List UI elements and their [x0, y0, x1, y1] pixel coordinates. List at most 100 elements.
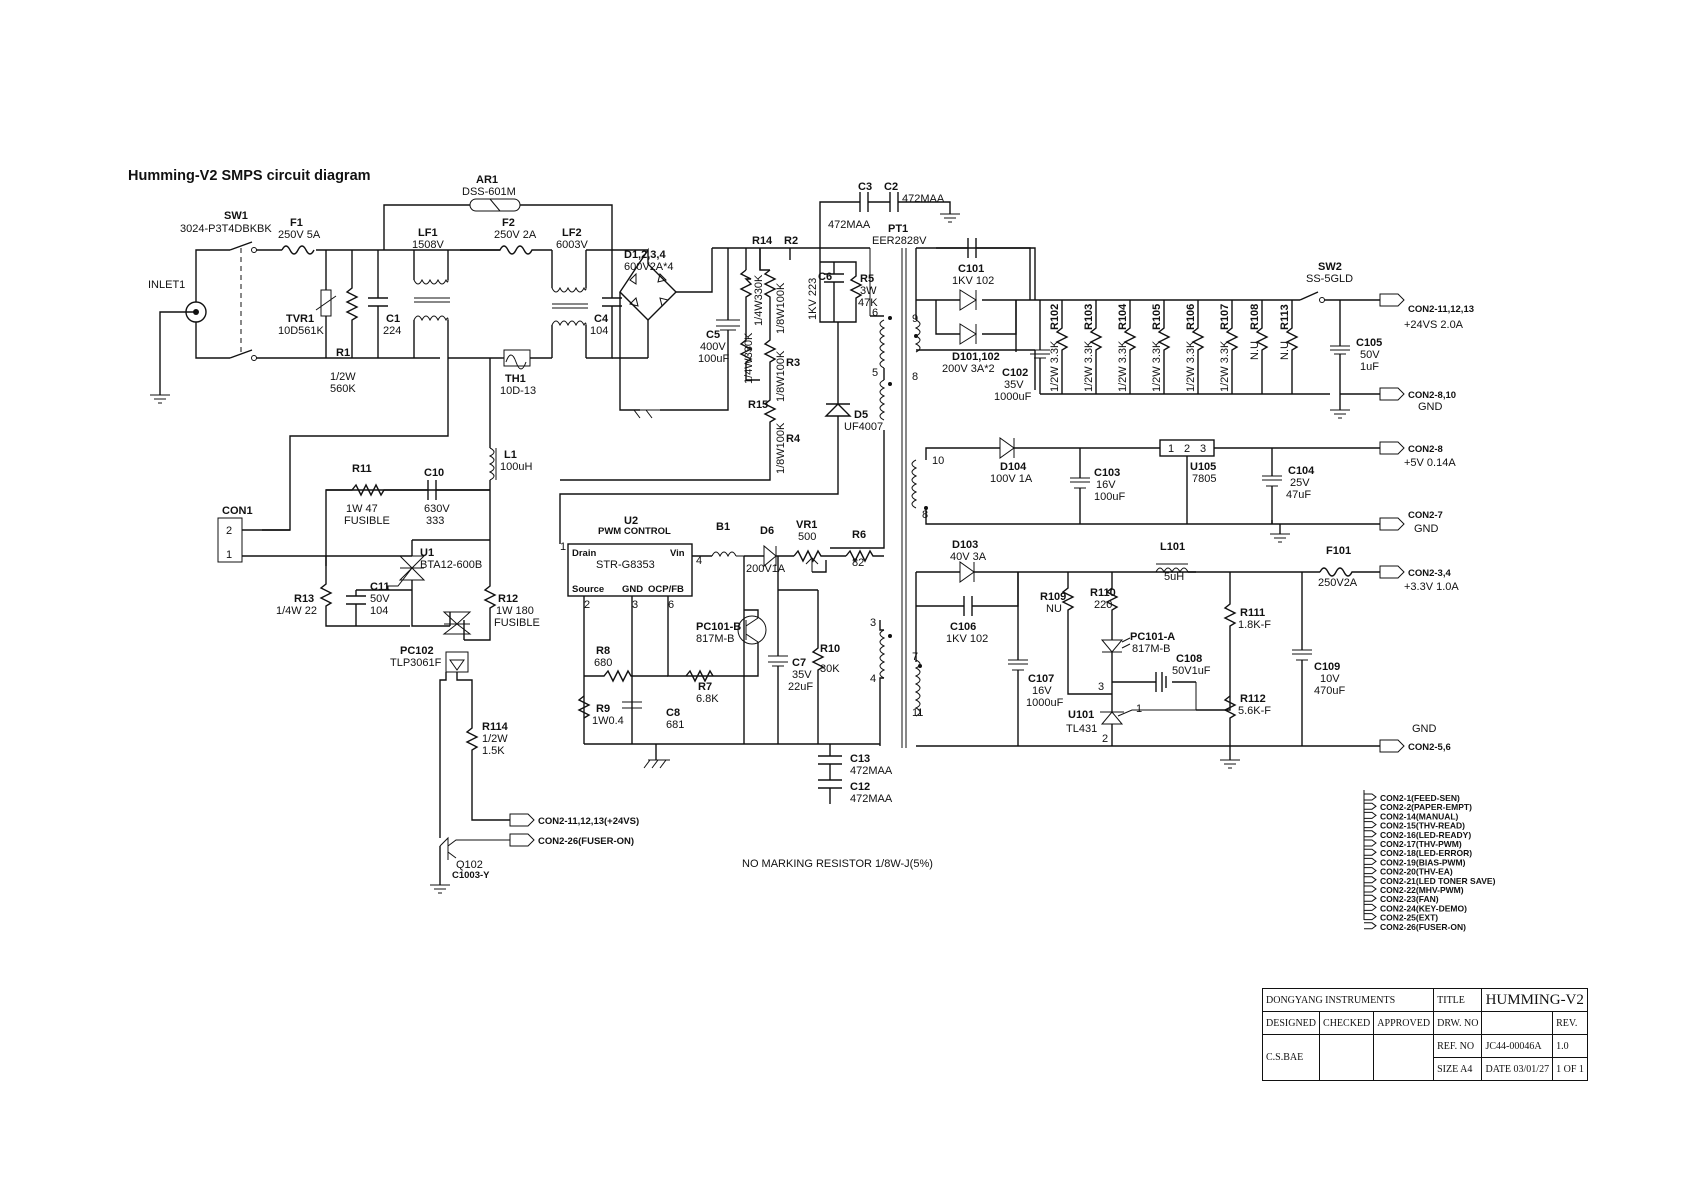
u105-part: 7805	[1192, 473, 1216, 485]
pc101a-part: 817M-B	[1132, 643, 1171, 655]
confuser-port: CON2-26(FUSER-ON)	[509, 833, 634, 847]
c4-value: 104	[590, 325, 608, 337]
d103-value: 40V 3A	[950, 551, 987, 563]
r111-resistor: R111 1.8K-F	[1196, 572, 1271, 711]
pt1-pin-10: 10	[932, 455, 944, 467]
f101-ref: F101	[1326, 545, 1351, 557]
tb-ref-value: JC44-00046A	[1481, 1034, 1554, 1058]
gnd56-label: CON2-5,6	[1408, 742, 1451, 753]
c107-value2: 1000uF	[1026, 697, 1064, 709]
f101-fuse: F101 250V2A	[1318, 545, 1380, 589]
r110-resistor: R110 220	[1090, 572, 1119, 640]
c101-capacitor: C101 1KV 102	[915, 238, 1031, 320]
c5-electrolytic: C5 400V 100uF	[660, 248, 740, 411]
tb-title-label: TITLE	[1433, 988, 1483, 1012]
d104-value: 100V 1A	[990, 473, 1033, 485]
gnd7-port: CON2-7 GND	[1379, 510, 1443, 535]
c4-capacitor: C4 104	[586, 249, 622, 359]
c12-c13-capacitors: C13 472MAA C12 472MAA	[818, 744, 893, 805]
pc101a-ref: PC101-A	[1130, 631, 1175, 643]
tvr1-ref: TVR1	[286, 313, 314, 325]
c106-ref: C106	[950, 621, 976, 633]
u101-pin1: 1	[1136, 703, 1142, 715]
y-capacitors-c2-c3: C3 C2 472MAA 472MAA	[819, 181, 960, 248]
r9-ref: R9	[596, 703, 610, 715]
r1-resistor: R1 1/2W 560K	[330, 250, 359, 395]
u2-p3: 3	[632, 599, 638, 611]
sw1-switch: SW1 3024-P3T4DBKBK	[180, 210, 272, 361]
c4-ref: C4	[594, 313, 609, 325]
d104-ref: D104	[1000, 461, 1027, 473]
connector-list-arrow	[1364, 857, 1377, 865]
u2-p6: 6	[668, 599, 674, 611]
u2-pin-ocp: OCP/FB	[648, 584, 684, 595]
r9-resistor: R9 1W0.4	[577, 695, 624, 727]
connector-list-arrow	[1364, 913, 1377, 921]
r8-ref: R8	[596, 645, 610, 657]
r106-ref: R106	[1185, 304, 1197, 330]
confuser-label: CON2-26(FUSER-ON)	[538, 836, 634, 847]
c107-electrolytic: C107 16V 1000uF	[1008, 572, 1064, 746]
pc102-part: TLP3061F	[390, 657, 442, 669]
lf1-ref: LF1	[418, 227, 438, 239]
l1-value: 100uH	[500, 461, 532, 473]
connector-list-arrow	[1364, 821, 1377, 829]
connector-list-item: CON2-16(LED-READY)	[1380, 830, 1471, 840]
c102-electrolytic: C102 35V 1000uF	[994, 300, 1050, 403]
lf1-value: 1508V	[412, 239, 444, 251]
r1-value1: 1/2W	[330, 371, 356, 383]
out24-desc: +24VS 2.0A	[1404, 319, 1464, 331]
pt1-pin-4: 4	[870, 673, 876, 685]
u101-pin3: 3	[1098, 681, 1104, 693]
c107-ref: C107	[1028, 673, 1054, 685]
connector-list-arrow	[1364, 830, 1377, 838]
pt1-ref: PT1	[888, 223, 908, 235]
c6-ref: C6	[818, 271, 832, 283]
c7-value1: 35V	[792, 669, 812, 681]
r103-ref: R103	[1083, 304, 1095, 330]
r105-ref: R105	[1151, 304, 1163, 330]
pt1-part: EER2828V	[872, 235, 927, 247]
tb-rev-label: REV.	[1552, 1011, 1588, 1035]
sw2-ref: SW2	[1318, 261, 1342, 273]
tb-drw-no: DRW. NO	[1433, 1011, 1483, 1035]
c105-ref: C105	[1356, 337, 1382, 349]
snubber-c6-r5-d5: 1KV 223 C6 R5 3W 47K D5 UF4007	[559, 248, 883, 544]
c103-electrolytic: C103 16V 100uF	[1070, 448, 1125, 524]
c104-electrolytic: C104 25V 47uF	[1262, 448, 1380, 543]
u101-part: TL431	[1066, 723, 1097, 735]
u2-pwm-controller: U2 PWM CONTROL STR-G8353 Drain Vin Sourc…	[560, 515, 702, 611]
q102-ref: Q102	[456, 859, 483, 871]
tb-ref-no: REF. NO	[1433, 1034, 1483, 1058]
pt1-pin-6: 6	[872, 307, 878, 319]
tb-checked: CHECKED	[1319, 1011, 1375, 1035]
gnd810-port: CON2-8,10 GND	[1379, 387, 1456, 413]
r5-value2: 47K	[858, 297, 878, 309]
c8-value: 681	[666, 719, 684, 731]
r11-resistor: R11 1W 47 FUSIBLE	[326, 463, 420, 527]
ar1-arrester: AR1 DSS-601M	[383, 174, 613, 250]
r5-ref: R5	[860, 273, 874, 285]
r2-value: 1/4W330K	[753, 274, 765, 326]
b1-bead: B1	[711, 521, 744, 558]
u101-ref: U101	[1068, 709, 1094, 721]
c1-value: 224	[383, 325, 401, 337]
c103-ref: C103	[1094, 467, 1120, 479]
gnd56-port: GND CON2-5,6	[1379, 723, 1451, 753]
u2-pin-source: Source	[572, 584, 604, 595]
connector-list-arrow	[1364, 839, 1377, 847]
gnd810-label: CON2-8,10	[1408, 390, 1456, 401]
f1-value: 250V 5A	[278, 229, 321, 241]
connector-list-item: CON2-1(FEED-SEN)	[1380, 793, 1460, 803]
r114-value2: 1.5K	[482, 745, 505, 757]
r7-resistor: R7 6.8K	[685, 669, 719, 705]
c109-value1: 10V	[1320, 673, 1340, 685]
c101-value: 1KV 102	[952, 275, 994, 287]
r14-ref: R14	[752, 235, 773, 247]
r12-value2: FUSIBLE	[494, 617, 540, 629]
u101-shunt-regulator: 3 1 2 U101 TL431	[1066, 681, 1197, 746]
c3-value: 472MAA	[828, 219, 871, 231]
c13-value: 472MAA	[850, 765, 893, 777]
c8-capacitor: C8 681	[622, 701, 684, 731]
connector-list-item: CON2-18(LED-ERROR)	[1380, 848, 1472, 858]
